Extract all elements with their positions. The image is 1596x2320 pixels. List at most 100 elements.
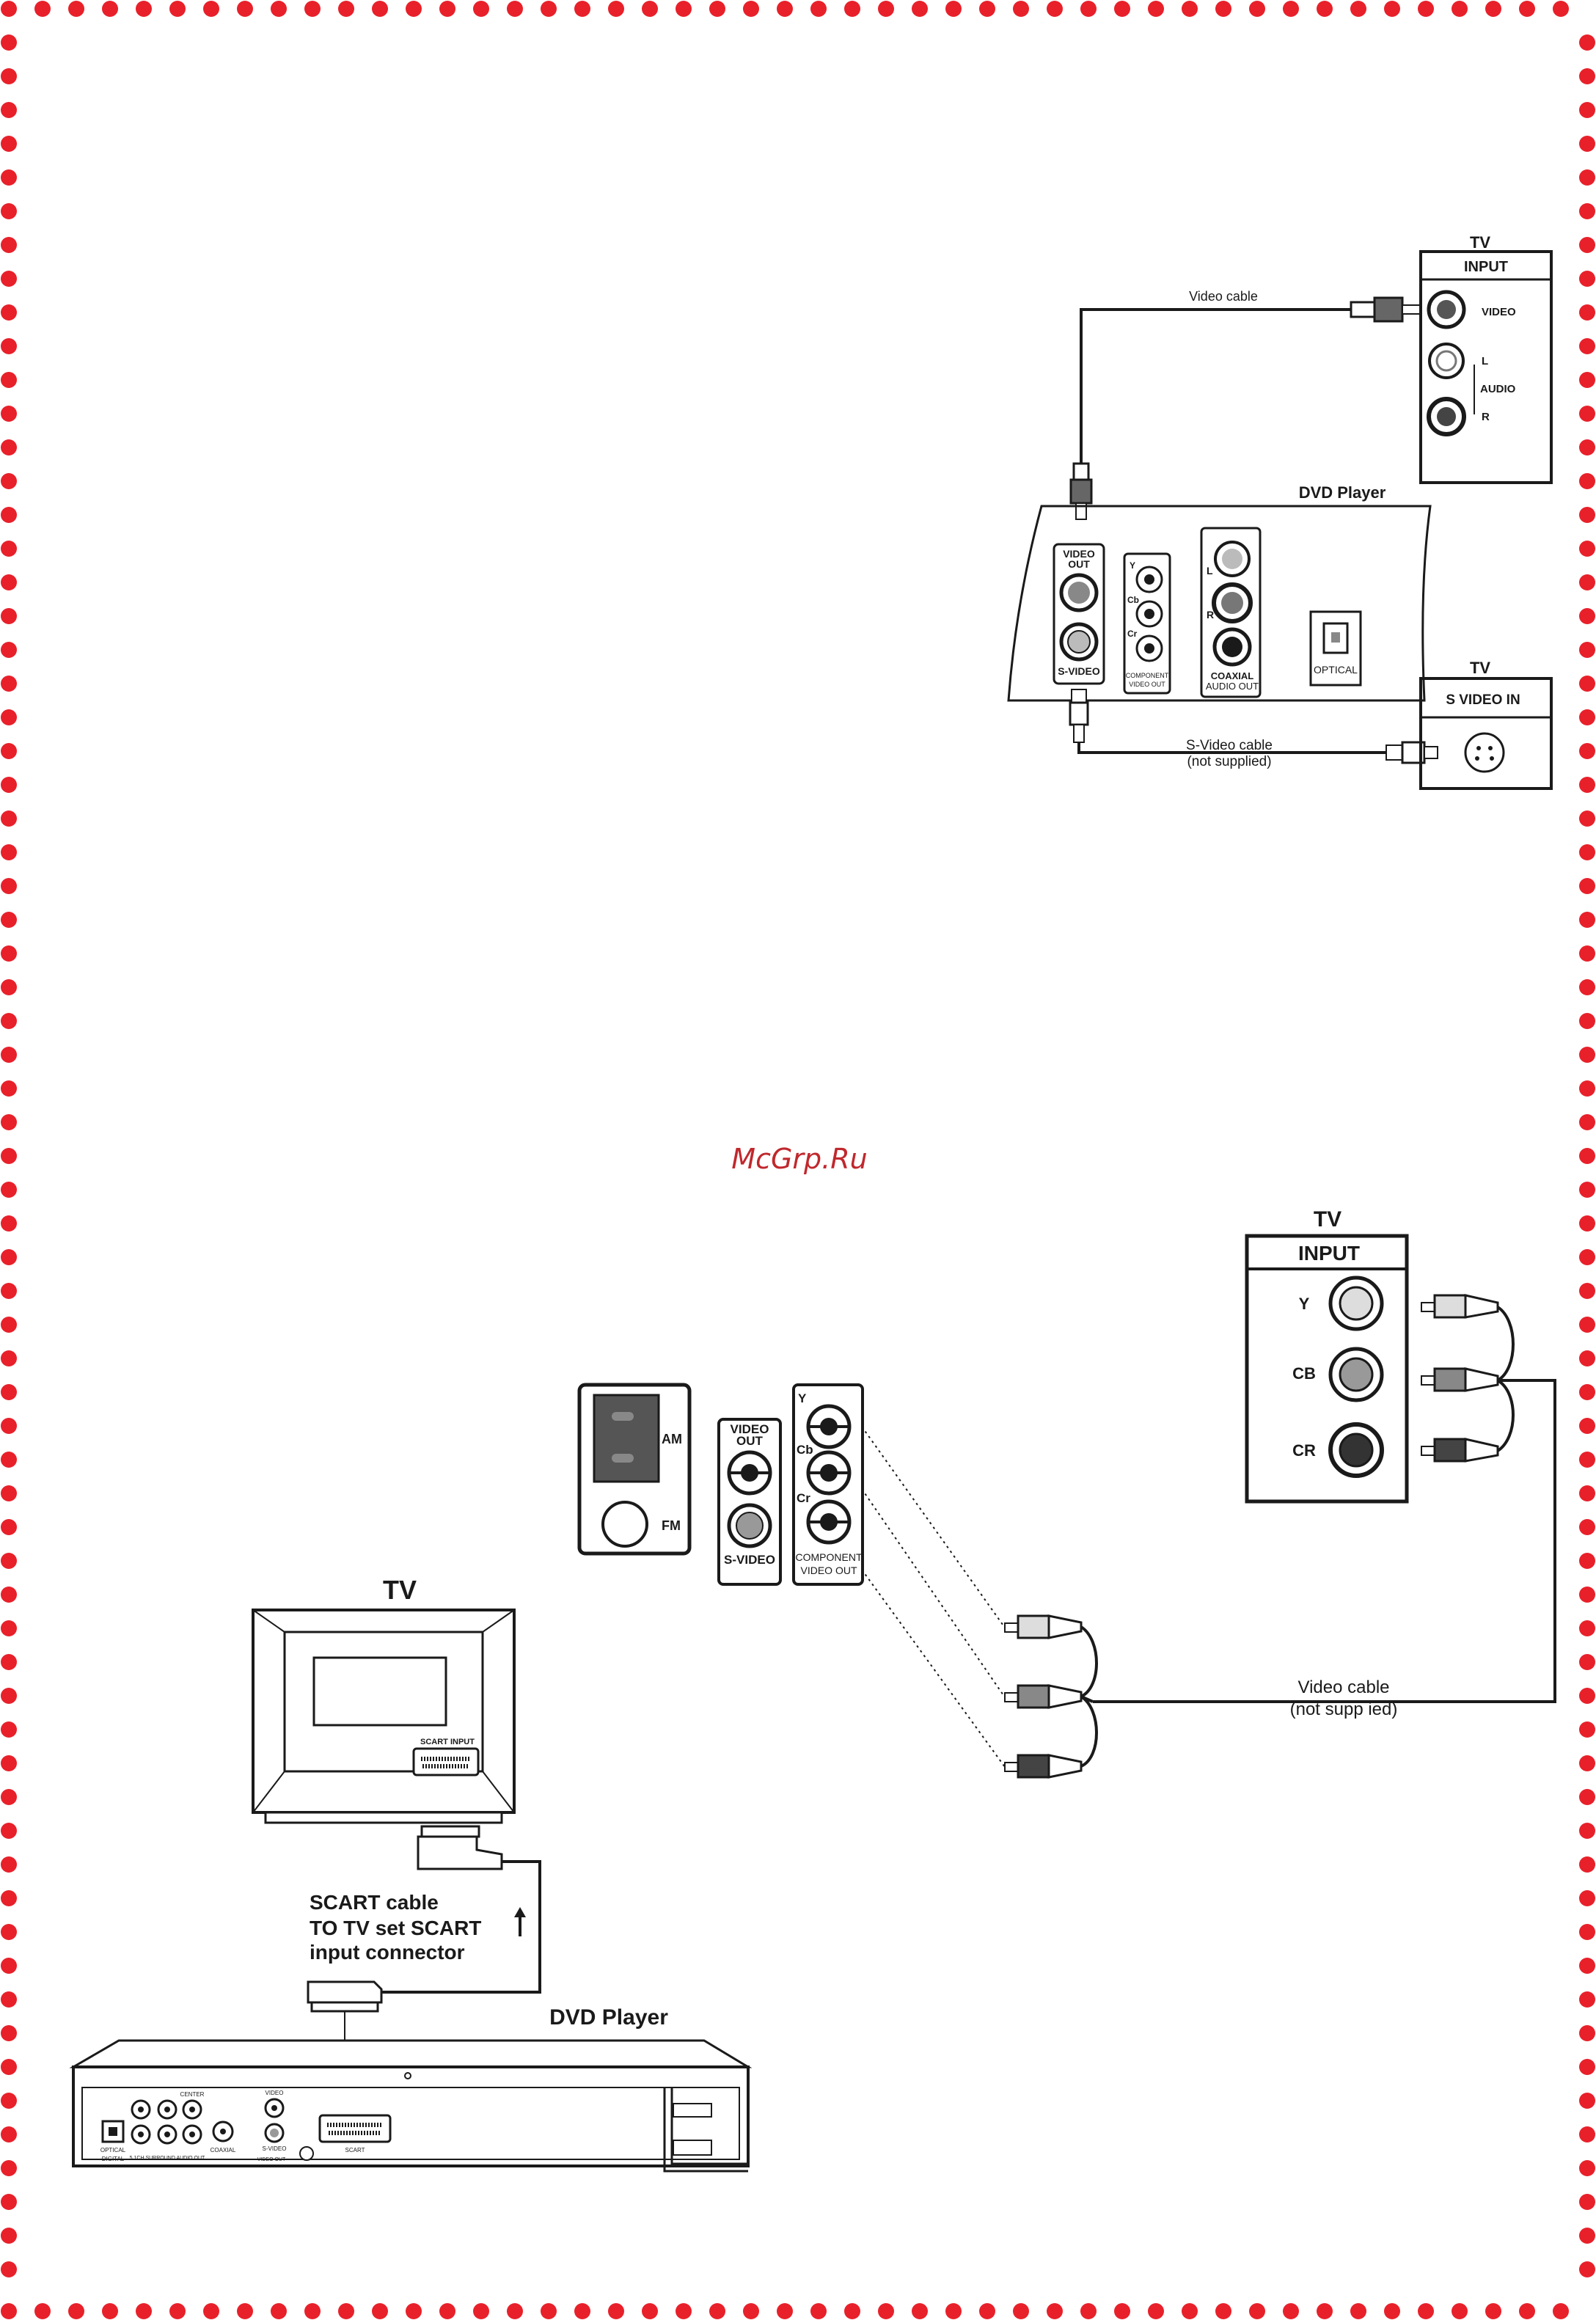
border-dot xyxy=(574,2303,590,2319)
tv-video-label: VIDEO xyxy=(1482,306,1516,318)
border-dot xyxy=(1579,945,1595,962)
border-dot xyxy=(1579,1047,1595,1063)
border-dot xyxy=(608,1,624,17)
border-dot xyxy=(608,2303,624,2319)
border-dot xyxy=(1579,203,1595,219)
border-dot xyxy=(1,1013,17,1029)
border-dot xyxy=(1,2303,17,2319)
border-dot xyxy=(1215,1,1231,17)
border-dot xyxy=(1182,2303,1198,2319)
border-dot xyxy=(642,1,658,17)
s-video-label: S-VIDEO xyxy=(1058,665,1100,677)
border-dot xyxy=(271,2303,287,2319)
border-dot xyxy=(1579,642,1595,658)
border-dot xyxy=(1,810,17,827)
border-dot xyxy=(709,1,725,17)
border-dot xyxy=(136,2303,152,2319)
border-dot xyxy=(304,1,321,17)
border-dot xyxy=(1579,406,1595,422)
video-out-label-3: VIDEO xyxy=(731,1422,769,1436)
border-dot xyxy=(1,439,17,455)
border-dot xyxy=(979,1,995,17)
border-dot xyxy=(844,1,860,17)
border-dot xyxy=(439,2303,455,2319)
tv-input-title: INPUT xyxy=(1464,259,1508,275)
dvd-player-body: OPTICAL DIGITAL CENTER 5.1CH SURROUND AU… xyxy=(69,2039,753,2173)
border-dot xyxy=(1013,2303,1029,2319)
dvd-side-plugs xyxy=(1004,1614,1098,1779)
border-dot xyxy=(1579,1924,1595,1940)
border-dot xyxy=(743,2303,759,2319)
dvd-player-panel: DVD Player VIDEO OUT S-VIDEO Y Cb Cr COM… xyxy=(1007,483,1432,702)
border-dot xyxy=(1,1823,17,1839)
border-dot xyxy=(1579,2160,1595,2176)
border-dot xyxy=(1080,1,1097,17)
video-label-3: VIDEO xyxy=(266,2090,284,2096)
border-dot xyxy=(1579,1283,1595,1299)
border-dot xyxy=(1,1,17,17)
border-dot xyxy=(1579,1519,1595,1535)
border-dot xyxy=(1,2261,17,2277)
border-dot xyxy=(642,2303,658,2319)
border-dot xyxy=(1,676,17,692)
border-dot xyxy=(1350,2303,1366,2319)
surround-label: 5.1CH SURROUND AUDIO OUT xyxy=(130,2156,205,2161)
border-dot xyxy=(1,743,17,759)
border-dot xyxy=(1,1418,17,1434)
border-dot xyxy=(1,2194,17,2210)
border-dot xyxy=(1519,1,1535,17)
border-dot xyxy=(1579,2228,1595,2244)
up-arrow-icon xyxy=(514,1907,526,1936)
border-dot xyxy=(1,203,17,219)
tv-label-2: TV xyxy=(1314,1207,1341,1232)
border-dot xyxy=(912,1,928,17)
border-dot xyxy=(1519,2303,1535,2319)
border-dot xyxy=(1579,1991,1595,2008)
border-dot xyxy=(1,1688,17,1704)
border-dot xyxy=(1384,1,1400,17)
border-dot xyxy=(1,169,17,186)
y-label: Y xyxy=(1130,560,1135,571)
border-dot xyxy=(1,1991,17,2008)
border-dot xyxy=(1579,1587,1595,1603)
border-dot xyxy=(1317,2303,1333,2319)
border-dot xyxy=(1,2059,17,2075)
component-out-panel: Y Cb Cr COMPONENT VIDEO OUT xyxy=(792,1383,864,1586)
border-dot xyxy=(1579,1350,1595,1366)
border-dot xyxy=(406,2303,422,2319)
border-dot xyxy=(1,1924,17,1940)
dvd-scart-plug xyxy=(307,1980,383,2109)
border-dot xyxy=(406,1,422,17)
border-dot xyxy=(1,1485,17,1501)
border-dot xyxy=(1,1519,17,1535)
border-dot xyxy=(743,1,759,17)
border-dot xyxy=(1579,1856,1595,1873)
border-dot xyxy=(1,1350,17,1366)
border-dot xyxy=(777,2303,793,2319)
border-dot xyxy=(1579,1249,1595,1265)
border-dot xyxy=(1,2126,17,2142)
border-dot xyxy=(1579,1721,1595,1738)
border-dot xyxy=(1579,2261,1595,2277)
border-dot xyxy=(574,1,590,17)
border-dot xyxy=(1579,439,1595,455)
tv-set: SCART INPUT xyxy=(252,1609,516,1824)
border-dot xyxy=(1,1452,17,1468)
border-dot xyxy=(1,1384,17,1400)
scart-input-label: SCART INPUT xyxy=(420,1738,475,1746)
component-label-2: VIDEO OUT xyxy=(1129,681,1165,688)
tv-input-title-2: INPUT xyxy=(1298,1242,1360,1265)
border-dot xyxy=(1579,1688,1595,1704)
border-dot xyxy=(1579,1182,1595,1198)
border-dot xyxy=(1,878,17,894)
border-dot xyxy=(237,2303,253,2319)
border-dot xyxy=(1579,169,1595,186)
tv-label: TV xyxy=(1470,233,1490,252)
border-dot xyxy=(1579,1080,1595,1097)
component-label-3: COMPONENT xyxy=(796,1551,863,1563)
border-dot xyxy=(1283,2303,1299,2319)
border-dot xyxy=(1579,68,1595,84)
border-dot xyxy=(1,1283,17,1299)
audio-r-label: R xyxy=(1207,609,1214,621)
